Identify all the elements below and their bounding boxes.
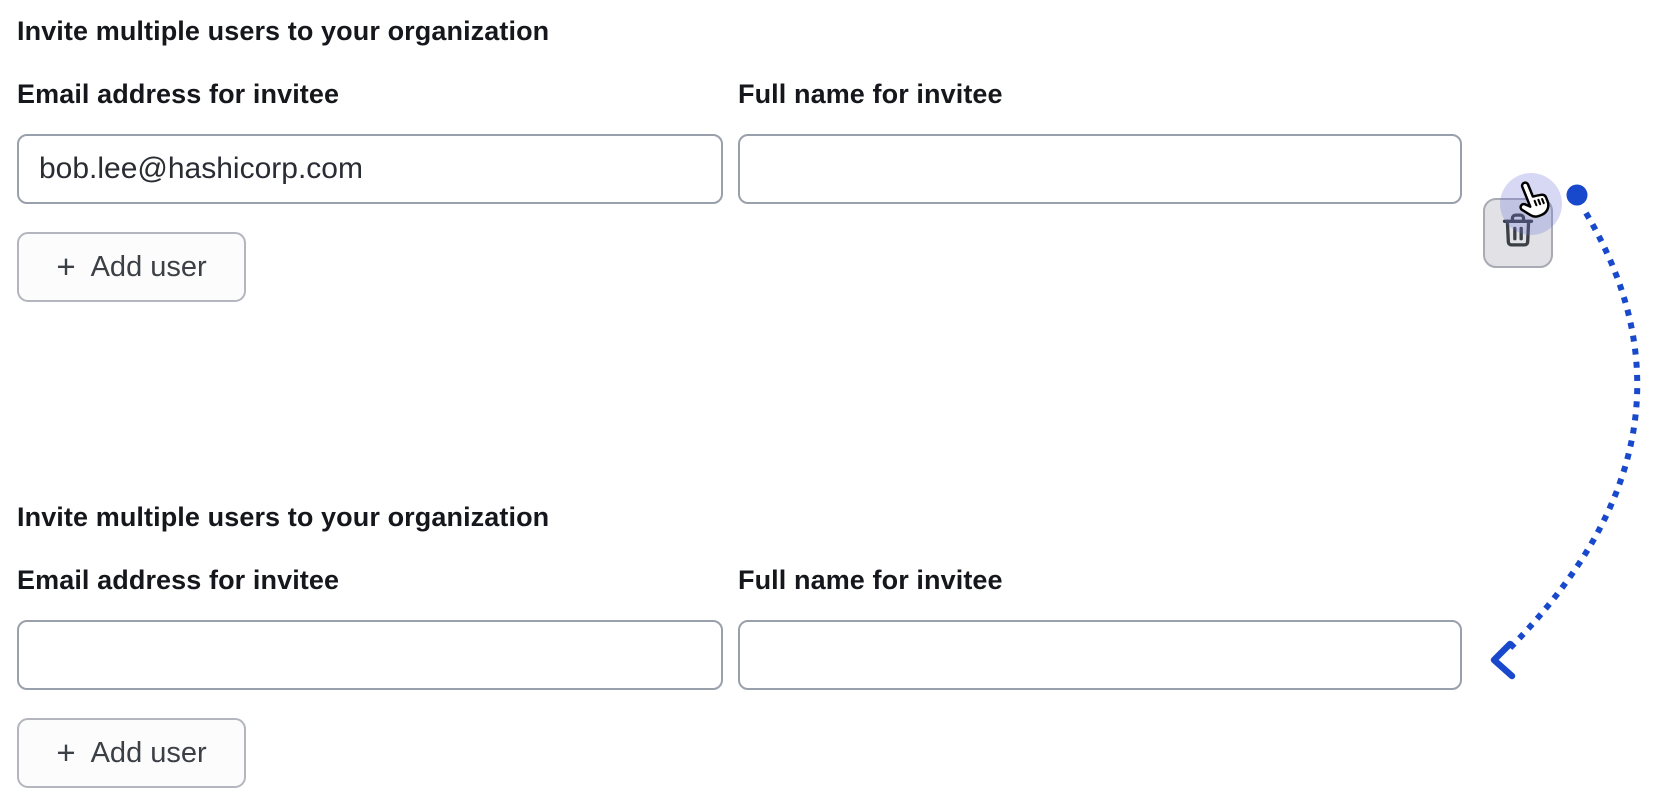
invite-form-before: Invite multiple users to your organizati… [17, 14, 1553, 302]
email-field[interactable] [17, 620, 723, 690]
arrowhead [1490, 640, 1516, 680]
invitee-row: Email address for invitee Full name for … [17, 78, 1553, 268]
invite-form-after: Invite multiple users to your organizati… [17, 500, 1463, 788]
trash-icon [1502, 213, 1534, 247]
form-title: Invite multiple users to your organizati… [17, 502, 550, 532]
email-field[interactable] [17, 134, 723, 204]
add-user-button[interactable]: + Add user [17, 718, 246, 788]
email-label: Email address for invitee [17, 565, 340, 595]
delete-row-button[interactable] [1483, 198, 1553, 268]
full-name-field-group: Full name for invitee [738, 564, 1462, 690]
full-name-label: Full name for invitee [738, 79, 1003, 109]
add-user-button[interactable]: + Add user [17, 232, 246, 302]
email-label: Email address for invitee [17, 79, 340, 109]
add-user-label: Add user [90, 736, 207, 769]
full-name-field-group: Full name for invitee [738, 78, 1462, 204]
plus-icon: + [56, 247, 76, 285]
full-name-field[interactable] [738, 620, 1462, 690]
invitee-row: Email address for invitee Full name for … [17, 564, 1463, 690]
email-field-group: Email address for invitee [17, 564, 723, 690]
full-name-label: Full name for invitee [738, 565, 1003, 595]
arrow-start-dot [1566, 184, 1588, 206]
add-user-label: Add user [90, 250, 207, 283]
email-field-group: Email address for invitee [17, 78, 723, 204]
full-name-field[interactable] [738, 134, 1462, 204]
plus-icon: + [56, 733, 76, 771]
form-title: Invite multiple users to your organizati… [17, 16, 550, 46]
dotted-arrow [1507, 211, 1641, 651]
